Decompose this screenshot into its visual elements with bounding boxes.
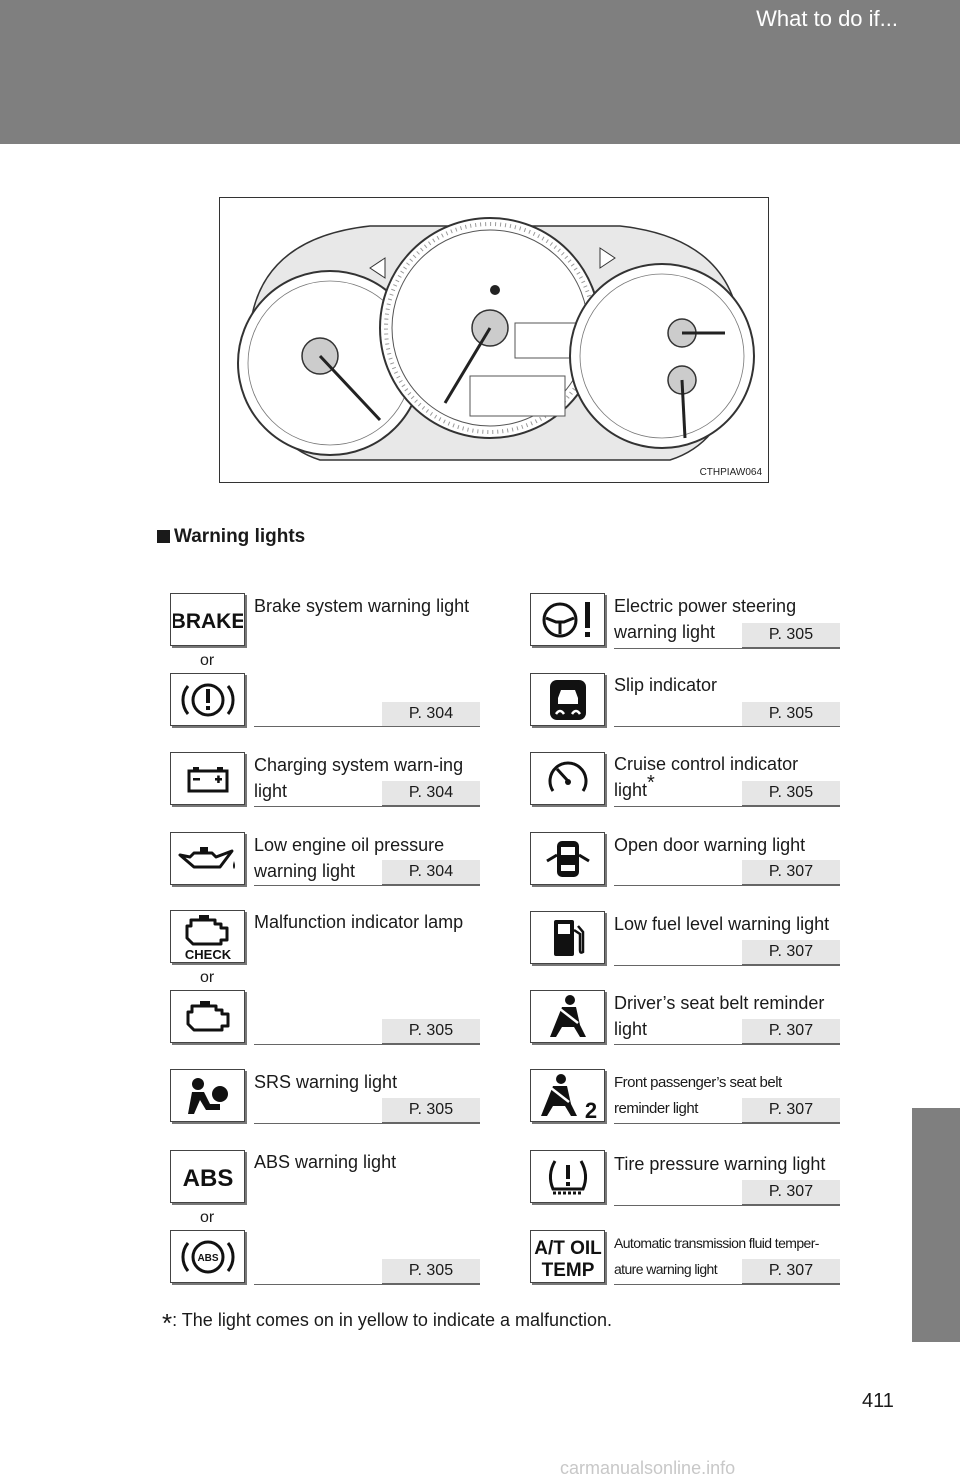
- cruise-label-text: Cruise control indicator light: [614, 754, 799, 800]
- mil-underline: [254, 1044, 480, 1045]
- at-oil-label: Automatic transmission fluid temper-atur…: [614, 1235, 819, 1277]
- driver-seatbelt-icon: [530, 990, 605, 1043]
- cruise-footnote-star: *: [647, 772, 655, 794]
- cluster-drawing: [237, 217, 755, 461]
- open-door-icon: [530, 832, 605, 885]
- page-number: 411: [862, 1390, 894, 1412]
- door-label: Open door warning light: [614, 835, 806, 855]
- oil-page-ref[interactable]: P. 304: [382, 860, 480, 885]
- mil-page-ref[interactable]: P. 305: [382, 1019, 480, 1044]
- check-icon-text: CHECK: [184, 947, 231, 962]
- footnote-text: : The light comes on in yellow to indica…: [172, 1310, 613, 1330]
- abs-underline: [254, 1284, 480, 1285]
- srs-label: SRS warning light: [254, 1072, 398, 1092]
- eps-underline: [614, 648, 840, 649]
- at-oil-temp-icon: A/T OIL TEMP: [530, 1230, 605, 1283]
- fuel-underline: [614, 965, 840, 966]
- door-page-ref[interactable]: P. 307: [742, 860, 840, 885]
- abs-circle-icon: ABS: [170, 1230, 245, 1283]
- slip-underline: [614, 726, 840, 727]
- abs-text-icon: ABS: [170, 1150, 245, 1203]
- watermark-text[interactable]: carmanualsonline.info: [560, 1458, 736, 1478]
- charging-page-ref[interactable]: P. 304: [382, 781, 480, 806]
- header-title: What to do if...: [756, 6, 898, 31]
- cruise-page-ref[interactable]: P. 305: [742, 781, 840, 806]
- belt-label: Driver’s seat belt reminder light: [614, 993, 825, 1039]
- passenger-icon-number: 2: [584, 1098, 596, 1120]
- belt-page-ref[interactable]: P. 307: [742, 1019, 840, 1044]
- slip-label: Slip indicator: [614, 675, 718, 695]
- brake-circle-icon: [170, 673, 245, 726]
- abs-icon-text: ABS: [182, 1165, 233, 1192]
- charging-underline: [254, 806, 480, 807]
- passenger-seatbelt-icon: 2: [530, 1069, 605, 1122]
- srs-page-ref[interactable]: P. 305: [382, 1098, 480, 1123]
- section-title-text: Warning lights: [174, 526, 306, 547]
- figure-code: CTHPIAW064: [699, 467, 762, 478]
- at-oil-page-ref[interactable]: P. 307: [742, 1259, 840, 1284]
- passenger-page-ref[interactable]: P. 307: [742, 1098, 840, 1123]
- srs-underline: [254, 1123, 480, 1124]
- oil-label: Low engine oil pressure warning light: [254, 835, 445, 881]
- oil-can-icon: [170, 832, 245, 885]
- chapter-tab: [912, 1108, 960, 1342]
- door-underline: [614, 885, 840, 886]
- fuel-label: Low fuel level warning light: [614, 914, 830, 934]
- tire-underline: [614, 1205, 840, 1206]
- fuel-page-ref[interactable]: P. 307: [742, 940, 840, 965]
- brake-text-icon: BRAKE: [170, 593, 245, 646]
- or-label-2: or: [200, 969, 215, 986]
- or-label-1: or: [200, 652, 215, 669]
- brake-underline: [254, 726, 480, 727]
- eps-page-ref[interactable]: P. 305: [742, 623, 840, 648]
- belt-underline: [614, 1044, 840, 1045]
- at-oil-icon-line2: TEMP: [541, 1260, 594, 1281]
- section-title: Warning lights: [157, 526, 305, 548]
- eps-label: Electric power steering warning light: [614, 596, 797, 642]
- slip-page-ref[interactable]: P. 305: [742, 702, 840, 727]
- passenger-underline: [614, 1123, 840, 1124]
- at-oil-underline: [614, 1284, 840, 1285]
- srs-airbag-icon: [170, 1069, 245, 1122]
- tire-label: Tire pressure warning light: [614, 1154, 826, 1174]
- battery-icon: [170, 752, 245, 805]
- mil-label: Malfunction indicator lamp: [254, 912, 464, 932]
- engine-icon: [170, 990, 245, 1043]
- abs-circle-icon-text: ABS: [197, 1253, 218, 1264]
- abs-label: ABS warning light: [254, 1152, 397, 1172]
- brake-label: Brake system warning light: [254, 596, 470, 616]
- at-oil-icon-line1: A/T OIL: [534, 1238, 602, 1259]
- tire-pressure-icon: [530, 1150, 605, 1203]
- steering-wheel-warning-icon: [530, 593, 605, 646]
- charging-label: Charging system warn-ing light: [254, 755, 464, 801]
- abs-page-ref[interactable]: P. 305: [382, 1259, 480, 1284]
- section-bullet-square: [157, 530, 170, 543]
- footnote: *: The light comes on in yellow to indic…: [162, 1308, 612, 1339]
- brake-icon-text: BRAKE: [173, 610, 243, 633]
- check-engine-text-icon: CHECK: [170, 910, 245, 963]
- brake-page-ref[interactable]: P. 304: [382, 702, 480, 727]
- passenger-label: Front passenger’s seat belt reminder lig…: [614, 1074, 782, 1117]
- footnote-star: *: [162, 1308, 173, 1338]
- or-label-3: or: [200, 1209, 215, 1226]
- cruise-underline: [614, 806, 840, 807]
- page-header: What to do if...: [0, 0, 960, 144]
- tire-page-ref[interactable]: P. 307: [742, 1180, 840, 1205]
- cruise-control-icon: [530, 752, 605, 805]
- instrument-cluster-illustration: CTHPIAW064: [219, 197, 769, 483]
- slip-indicator-icon: [530, 673, 605, 726]
- cruise-label: Cruise control indicator light*: [614, 751, 840, 803]
- oil-underline: [254, 885, 480, 886]
- fuel-pump-icon: [530, 911, 605, 964]
